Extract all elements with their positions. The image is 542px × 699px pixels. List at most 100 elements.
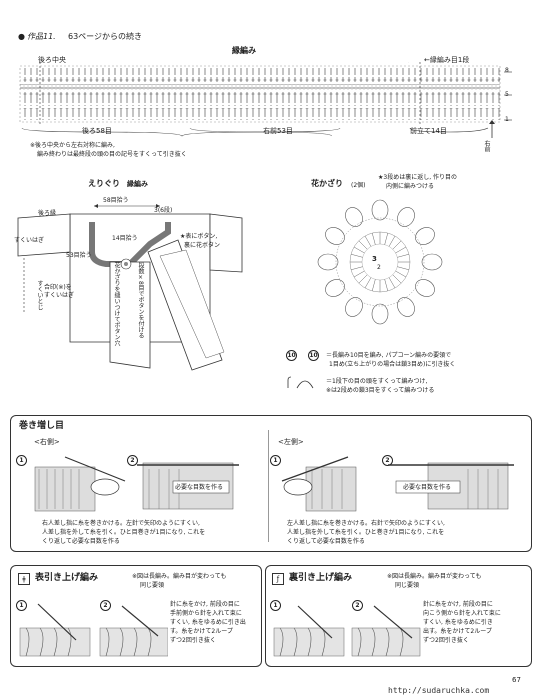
flower-title: 花かざり: [311, 179, 343, 188]
back-raised-desc-1: 針に糸をかけ, 前段の目に: [423, 601, 493, 608]
front-raised-desc-1: 針に糸をかけ, 前段の目に: [170, 601, 240, 608]
collar-front-pick: 14目拾う: [112, 235, 138, 242]
front-raised-title: 表引き上げ編み: [35, 573, 99, 583]
button-note-1: ★表にボタン,: [180, 233, 218, 240]
inc-step-1: 1: [16, 455, 27, 466]
row-number-1: 1: [505, 116, 509, 123]
front-step-1: 1: [16, 600, 27, 611]
front-raised-box: [10, 565, 262, 667]
popcorn-legend-icon-a: 10: [286, 350, 297, 361]
front-step-2: 2: [100, 600, 111, 611]
flower-stitch-spoke: [392, 274, 402, 284]
pickup-front-edge-label: 前立て14目: [410, 127, 447, 135]
border-note-2: 編み終わりは最終段の頭の目の記号をすくって引き抜く: [37, 151, 187, 158]
work-number: 作品11.: [27, 32, 56, 41]
start-marker-label: ←縁編み目1段: [424, 56, 470, 64]
join-label-1: 合印(※)を: [44, 284, 72, 291]
increase-right-desc-2: 人差し指を外して糸を引く。ひと目巻きが1目になり, これを: [42, 529, 206, 536]
back-raised-desc-2: 向こう側から針を入れて束に: [423, 610, 501, 617]
increase-need-left: 必要な目数を作る: [403, 484, 452, 491]
border-stitch-chart: [19, 62, 512, 138]
page-number: 67: [512, 676, 521, 684]
back-post-symbol-icon: ƒ: [272, 573, 284, 585]
collar-back-edge: 後ろ縁: [38, 210, 57, 217]
flower-petal: [325, 227, 345, 245]
front-raised-illustration: [19, 603, 168, 657]
flower-stitch-spoke: [353, 246, 365, 254]
flower-star-note-2: 内側に編みつける: [386, 183, 435, 190]
flower-count: (2個): [351, 182, 366, 189]
front-raised-desc-5: ずつ2回引き抜く: [170, 637, 216, 644]
front-raised-note-2: 同じ要領: [140, 582, 165, 589]
back-raised-desc-3: すくい, 糸をゆるめに引き: [423, 619, 493, 626]
flower-petal: [345, 207, 363, 227]
attach-stitch-symbols: [287, 376, 314, 389]
button-placement-label: 段数×8目でボタンを付ける: [137, 262, 144, 339]
flower-stitch-spoke: [358, 274, 368, 284]
increase-left-side: <左側>: [278, 438, 304, 446]
flower-stitch-spoke: [384, 279, 389, 292]
flower-petal: [317, 253, 339, 271]
flower-stitch-spoke: [350, 253, 363, 258]
flower-petal: [371, 303, 389, 325]
flower-stitch-spoke: [395, 246, 407, 254]
increase-left-desc-2: 人差し指を外して糸を引く。ひと巻きが1目になり, これを: [287, 529, 445, 536]
side-seam-label: すくいとじ: [36, 280, 43, 310]
join-label-2: すくいはぎ: [44, 292, 75, 299]
inc-step-2-left: 2: [382, 455, 393, 466]
right-front-label: 右前: [483, 140, 490, 152]
flower-petal: [397, 207, 415, 227]
popcorn-legend-icon-b: 10: [308, 350, 319, 361]
flower-stitch-spoke: [371, 279, 376, 292]
back-step-1: 1: [270, 600, 281, 611]
front-raised-desc-2: 手前側から針を入れて束に: [170, 610, 242, 617]
flower-legend-2: 1目め(立ち上がりの場合は鎖3目め)に引き抜く: [329, 361, 456, 368]
row-number-5: 5: [505, 91, 509, 98]
flower-stitch-spoke: [384, 232, 389, 245]
pickup-right-label: 右前53目: [263, 127, 293, 135]
flower-petal: [397, 297, 415, 317]
back-raised-note-2: 同じ要領: [395, 582, 420, 589]
flower-center-row-2: 2: [377, 264, 381, 271]
collar-title: えりぐり: [88, 179, 120, 188]
pickup-back-label: 後ろ58目: [82, 127, 112, 135]
flower-stitch-spoke: [388, 235, 396, 247]
increase-right-illustration: [34, 456, 239, 512]
watermark: http://sudaruchka.com: [388, 686, 490, 695]
flower-stitch-spoke: [364, 235, 372, 247]
increase-left-desc-1: 左人差し指に糸を巻きかける。右針で矢印のようにすくい,: [287, 520, 445, 527]
back-raised-note-1: ※図は長編み。編み目が変わっても: [387, 573, 482, 580]
back-step-2: 2: [352, 600, 363, 611]
front-raised-desc-3: すくい, 糸をゆるめに引き出: [170, 619, 246, 626]
row-number-8: 8: [505, 67, 509, 74]
flower-stitch-spoke: [397, 253, 410, 258]
increase-right-desc-3: くり返して必要な目数を作る: [42, 538, 120, 545]
collar-subtitle: 縁編み: [127, 180, 148, 188]
flower-petal: [371, 199, 389, 221]
back-raised-title: 裏引き上げ編み: [289, 573, 353, 583]
increase-divider: [268, 430, 269, 542]
increase-title: 巻き増し目: [19, 421, 65, 431]
inc-step-1-left: 1: [270, 455, 281, 466]
increase-box: [10, 415, 532, 552]
flower-stitch-spoke: [388, 277, 396, 289]
flower-stitch-spoke: [395, 270, 407, 278]
inc-step-2: 2: [127, 455, 138, 466]
flower-stitch-spoke: [392, 240, 402, 250]
flower-motif-chart: [317, 199, 443, 325]
flower-petal: [421, 253, 443, 271]
flower-legend-3: ＝1段下の目の頭をすくって編みつけ,: [326, 378, 428, 385]
flower-petal: [415, 227, 435, 245]
flower-legend-1: ＝長編み10目を編み, パプコーン編みの要領で: [326, 352, 452, 359]
collar-right-pick: 53目拾う: [66, 252, 92, 259]
flower-stitch-spoke: [364, 277, 372, 289]
back-raised-illustration: [273, 605, 421, 657]
collar-pick-back: 58目拾う: [103, 197, 129, 204]
increase-left-desc-3: くり返して必要な目数を作る: [287, 538, 365, 545]
flower-stitch-spoke: [350, 266, 363, 271]
flower-petal: [325, 279, 345, 297]
flower-star-note-1: ★3段めは裏に返し, 作り目の: [378, 174, 458, 181]
flower-petal: [415, 279, 435, 297]
header-bullet: ●: [18, 32, 25, 41]
increase-right-desc-1: 右人差し指に糸を巻きかける。左針で矢印のようにすくい,: [42, 520, 200, 527]
